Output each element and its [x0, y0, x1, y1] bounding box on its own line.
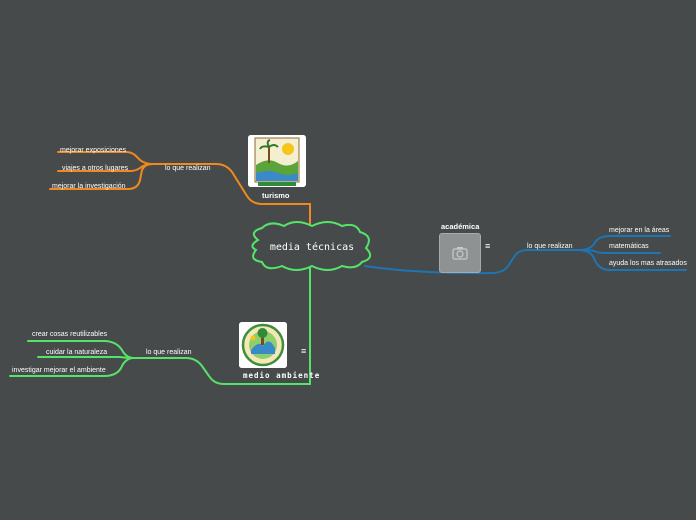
medio-item-3[interactable]: investigar mejorar el ambiente: [12, 367, 106, 374]
link-medio-item-2: [37, 356, 135, 359]
medio-ambiente-logo: [239, 322, 287, 368]
medio-connector[interactable]: lo que realizan: [146, 349, 192, 356]
academica-notes-icon[interactable]: ≡: [485, 241, 491, 251]
turismo-item-1[interactable]: mejorar exposiciones: [60, 147, 127, 154]
academica-item-2[interactable]: matemáticas: [609, 243, 649, 250]
central-topic[interactable]: media técnicas: [269, 242, 355, 253]
academica-title[interactable]: académica: [441, 222, 480, 231]
turismo-logo: [248, 135, 306, 187]
link-central-academica: [364, 249, 581, 275]
academica-item-1[interactable]: mejorar en la áreas: [609, 227, 670, 234]
medio-title[interactable]: medio ambiente: [243, 371, 321, 380]
central-cloud: [251, 221, 372, 271]
turismo-item-3[interactable]: mejorar la investigación: [52, 183, 126, 190]
turismo-title[interactable]: turismo: [262, 191, 290, 200]
turismo-connector[interactable]: lo que realizan: [165, 165, 211, 172]
link-central-medio: [131, 265, 311, 385]
turismo-item-2[interactable]: viajes a otros lugares: [62, 165, 129, 172]
link-medio-item-3: [9, 357, 135, 377]
link-turismo-item-3: [49, 163, 153, 190]
medio-item-2[interactable]: cuidar la naturaleza: [46, 349, 108, 356]
medio-item-1[interactable]: crear cosas reutilizables: [32, 331, 108, 338]
academica-item-3[interactable]: ayuda los mas atrasados: [609, 260, 687, 267]
link-central-turismo: [149, 163, 311, 231]
academica-connector[interactable]: lo que realizan: [527, 243, 573, 250]
link-academica-item-3: [577, 249, 687, 271]
camera-icon: [452, 247, 468, 260]
medio-notes-icon[interactable]: ≡: [301, 346, 307, 356]
academica-image-placeholder[interactable]: [439, 233, 481, 273]
